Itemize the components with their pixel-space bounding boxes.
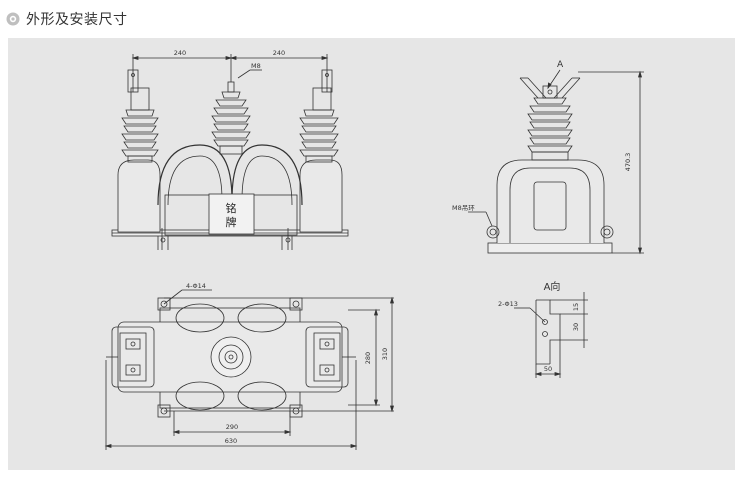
a-view-title: A向	[544, 280, 561, 293]
side-dimensions	[468, 69, 644, 255]
a-view-dimensions	[514, 292, 588, 378]
nameplate-text-2: 牌	[226, 215, 237, 229]
dim-label-290: 290	[226, 423, 238, 431]
dim-label-280: 280	[364, 352, 372, 364]
side-view	[486, 77, 614, 254]
section-title: 外形及安装尺寸	[26, 12, 128, 28]
a-view	[535, 299, 561, 365]
dim-label-15: 15	[572, 303, 580, 311]
arrow-a-label: A	[557, 60, 564, 70]
dim-label-310: 310	[381, 348, 389, 360]
dim-label-50: 50	[544, 365, 552, 373]
top-view	[106, 297, 356, 418]
section-header: 外形及安装尺寸	[6, 8, 128, 30]
dim-label-30: 30	[572, 323, 580, 331]
dim-label-630: 630	[225, 437, 237, 445]
dim-label-240-left: 240	[174, 49, 186, 57]
ring-label: M8吊环	[452, 204, 475, 212]
dim-label-240-right: 240	[273, 49, 285, 57]
front-dimensions	[131, 54, 329, 82]
drawing-panel: 240 240 M8 铭 牌 A 470.3 M8吊环 4-Φ14 290 63…	[8, 38, 735, 470]
holes-label-top: 4-Φ14	[186, 282, 206, 290]
front-view	[111, 69, 349, 250]
height-dim-label: 470.3	[624, 153, 632, 172]
top-dimensions	[104, 289, 395, 450]
bolt-label: M8	[251, 62, 261, 70]
holes-label-a: 2-Φ13	[498, 300, 518, 308]
technical-drawing: 240 240 M8 铭 牌 A 470.3 M8吊环 4-Φ14 290 63…	[104, 49, 644, 450]
circle-bullet-icon	[6, 12, 20, 26]
nameplate-text-1: 铭	[226, 201, 237, 215]
